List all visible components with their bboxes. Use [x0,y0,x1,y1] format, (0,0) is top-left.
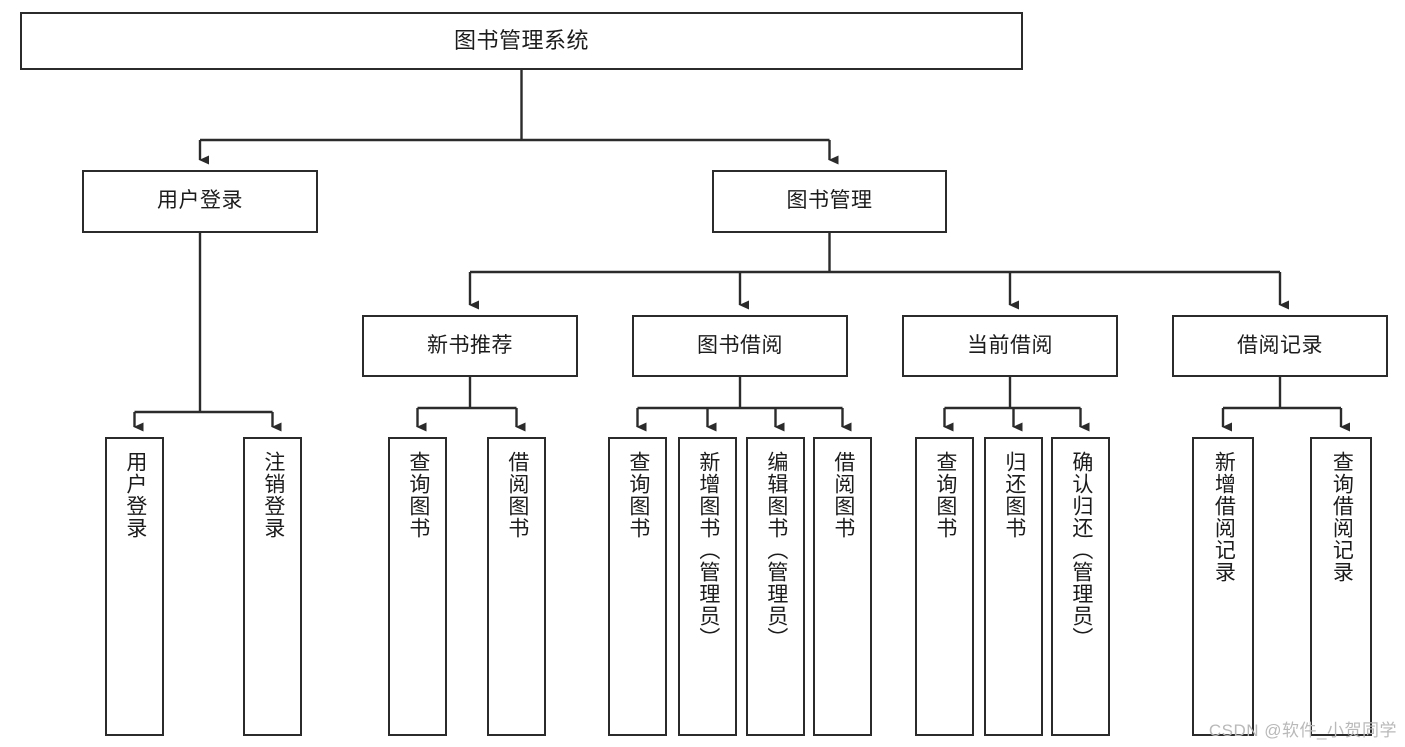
node-leaf-3-label: 借阅图书 [505,451,529,539]
node-level3-0[interactable]: 新书推荐 [362,315,578,377]
node-level3-2[interactable]: 当前借阅 [902,315,1118,377]
node-leaf-7-label: 借阅图书 [831,451,855,539]
node-leaf-8[interactable]: 查询图书 [915,437,974,736]
node-level2-0-label: 用户登录 [157,189,243,213]
csdn-watermark: CSDN @软件_小贺同学 [1208,721,1397,740]
node-level3-2-label: 当前借阅 [967,333,1053,357]
node-leaf-1-label: 注销登录 [261,451,285,539]
node-leaf-6[interactable]: 编辑图书（管理员） [746,437,805,736]
node-leaf-11[interactable]: 新增借阅记录 [1192,437,1254,736]
node-leaf-9[interactable]: 归还图书 [984,437,1043,736]
node-leaf-5[interactable]: 新增图书（管理员） [678,437,737,736]
node-level3-1[interactable]: 图书借阅 [632,315,848,377]
node-leaf-1[interactable]: 注销登录 [243,437,302,736]
node-leaf-0[interactable]: 用户登录 [105,437,164,736]
node-leaf-12[interactable]: 查询借阅记录 [1310,437,1372,736]
node-root-label: 图书管理系统 [453,28,589,54]
node-leaf-12-label: 查询借阅记录 [1330,451,1354,583]
node-leaf-9-label: 归还图书 [1002,451,1026,539]
node-level3-1-label: 图书借阅 [697,333,783,357]
node-leaf-7[interactable]: 借阅图书 [813,437,872,736]
node-leaf-6-label: 编辑图书（管理员） [764,451,788,649]
node-leaf-2[interactable]: 查询图书 [388,437,447,736]
node-leaf-0-label: 用户登录 [123,451,147,539]
node-leaf-4-label: 查询图书 [626,451,650,539]
node-leaf-2-label: 查询图书 [406,451,430,539]
node-level3-0-label: 新书推荐 [427,333,513,357]
node-level3-3-label: 借阅记录 [1237,333,1323,357]
node-leaf-3[interactable]: 借阅图书 [487,437,546,736]
node-leaf-11-label: 新增借阅记录 [1212,451,1236,583]
node-level2-1[interactable]: 图书管理 [712,170,947,233]
node-leaf-10[interactable]: 确认归还（管理员） [1051,437,1110,736]
node-root[interactable]: 图书管理系统 [20,12,1023,70]
node-leaf-10-label: 确认归还（管理员） [1069,451,1093,649]
node-leaf-8-label: 查询图书 [933,451,957,539]
node-level3-3[interactable]: 借阅记录 [1172,315,1388,377]
node-leaf-5-label: 新增图书（管理员） [696,451,720,649]
node-level2-0[interactable]: 用户登录 [82,170,318,233]
node-level2-1-label: 图书管理 [786,189,873,213]
node-leaf-4[interactable]: 查询图书 [608,437,667,736]
